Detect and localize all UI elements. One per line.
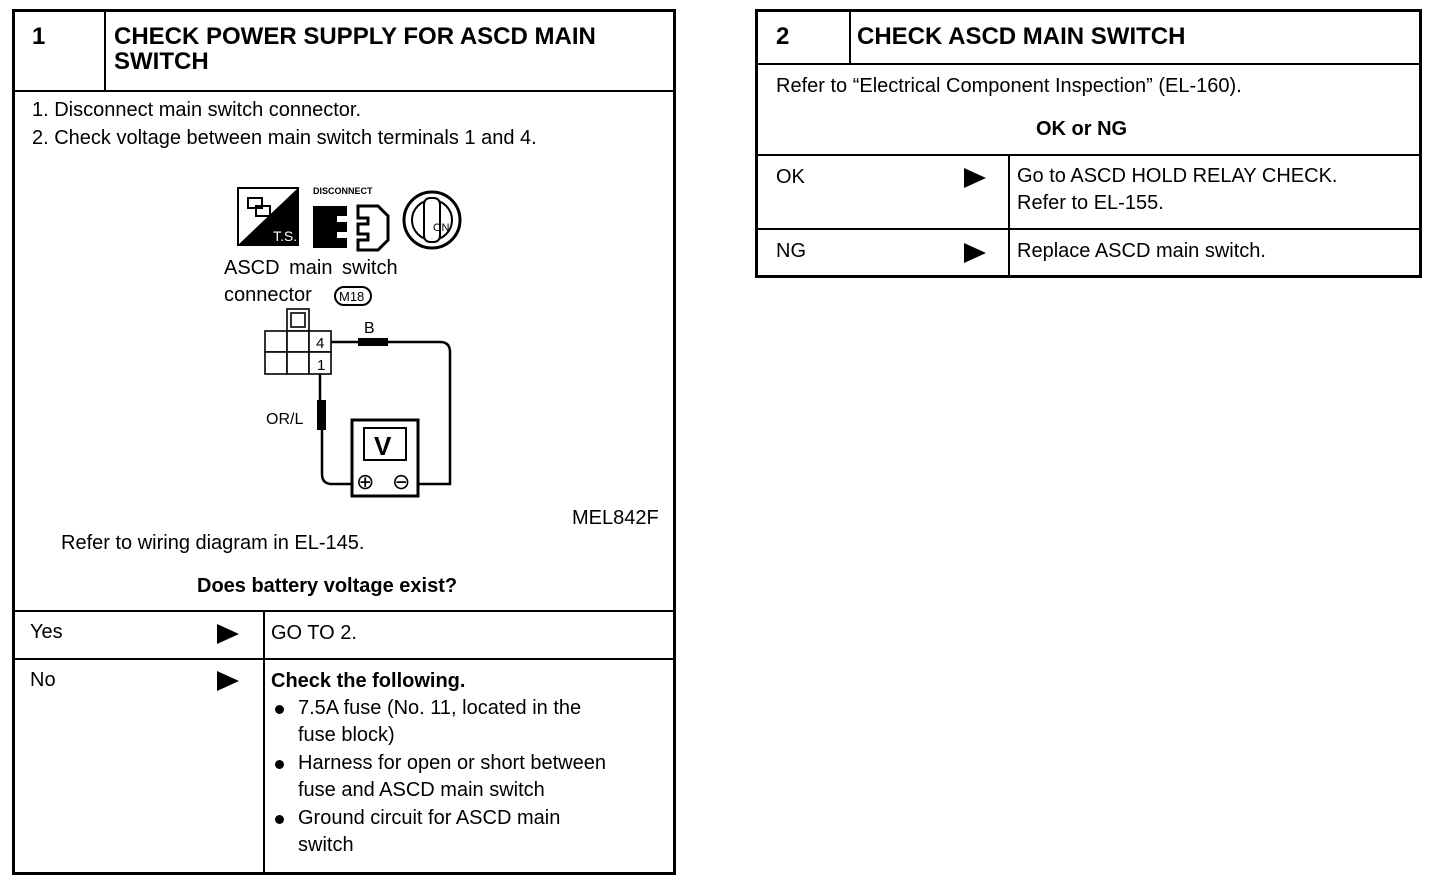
orl-probe [317,400,326,430]
step2-result-column-divider [1008,154,1010,278]
step1-yes-result: GO TO 2. [271,622,357,644]
step2-ng-label: NG [776,240,806,262]
terminal-1-label: 1 [317,357,325,374]
terminal-4-label: 4 [316,335,324,352]
ts-icon-label: T.S. [273,228,297,244]
step1-yes-label: Yes [30,621,63,643]
ts-icon: T.S. [237,187,299,246]
step2-number: 2 [776,23,790,50]
step2-ok-arrow-icon [964,168,986,188]
step2-header-divider [758,63,1419,65]
step1-no-bullet-3 [275,815,284,824]
step1-reference: Refer to wiring diagram in EL-145. [61,532,365,554]
ignition-on-icon: ON [402,190,462,250]
step1-number: 1 [32,23,46,50]
ignition-on-label: ON [433,222,450,234]
step1-no-item-2-line2: fuse and ASCD main switch [298,779,545,801]
step1-no-item-1-line2: fuse block) [298,724,395,746]
step2-ok-label: OK [776,166,805,188]
wire-orl-label: OR/L [266,411,303,428]
voltmeter-minus: ⊖ [392,469,410,494]
connector-label-line1: ASCD main switch [224,257,398,279]
step2-question: OK or NG [1036,118,1128,140]
step1-header-divider [15,90,673,92]
test-wires [318,340,452,486]
step1-title-line2: SWITCH [114,48,209,75]
step1-result-column-divider [263,610,265,875]
step1-no-arrow-icon [217,671,239,691]
step1-instruction-2: 2. Check voltage between main switch ter… [32,127,537,149]
step1-connector-diagram: T.S. DISCONNECT ON ASCD main switch conn… [224,186,462,498]
step1-no-row-divider [15,658,673,660]
step2-number-divider [849,12,851,63]
step2-ok-row-divider [758,154,1419,156]
step2-ng-arrow-icon [964,243,986,263]
connector-cavity-grid [264,308,332,375]
voltmeter-label: V [374,431,392,461]
step1-title-line1: CHECK POWER SUPPLY FOR ASCD MAIN [114,23,596,50]
voltmeter-icon: V ⊕ ⊖ [350,418,420,498]
disconnect-icon: DISCONNECT [313,186,390,252]
step1-number-divider [104,12,106,90]
disconnect-icon-label: DISCONNECT [313,186,373,196]
step2-reference: Refer to “Electrical Component Inspectio… [776,75,1242,97]
connector-code-badge [334,286,372,306]
step2-ok-result-line1: Go to ASCD HOLD RELAY CHECK. [1017,165,1338,187]
step1-instruction-1: 1. Disconnect main switch connector. [32,99,362,121]
step1-no-bullet-1 [275,705,284,714]
step1-no-item-2-line1: Harness for open or short between [298,752,606,774]
step1-no-heading: Check the following. [271,670,466,692]
b-probe [358,338,388,346]
step1-question: Does battery voltage exist? [197,575,458,597]
connector-label-line2: connector [224,284,312,306]
step2-ok-result-line2: Refer to EL-155. [1017,192,1164,214]
step2-table [755,9,1422,278]
step1-no-bullet-2 [275,760,284,769]
step1-no-item-3-line2: switch [298,834,354,856]
connector-code: M18 [339,289,364,304]
step2-ng-result: Replace ASCD main switch. [1017,240,1266,262]
step1-table [12,9,676,875]
step1-no-item-1-line1: 7.5A fuse (No. 11, located in the [298,697,582,719]
wire-b-label: B [364,320,375,337]
step2-ng-row-divider [758,228,1419,230]
step1-no-label: No [30,669,56,691]
step1-yes-row-divider [15,610,673,612]
step2-title: CHECK ASCD MAIN SWITCH [857,23,1186,50]
voltmeter-plus: ⊕ [356,469,374,494]
figure-code: MEL842F [572,507,659,529]
step1-no-item-3-line1: Ground circuit for ASCD main [298,807,561,829]
step1-yes-arrow-icon [217,624,239,644]
